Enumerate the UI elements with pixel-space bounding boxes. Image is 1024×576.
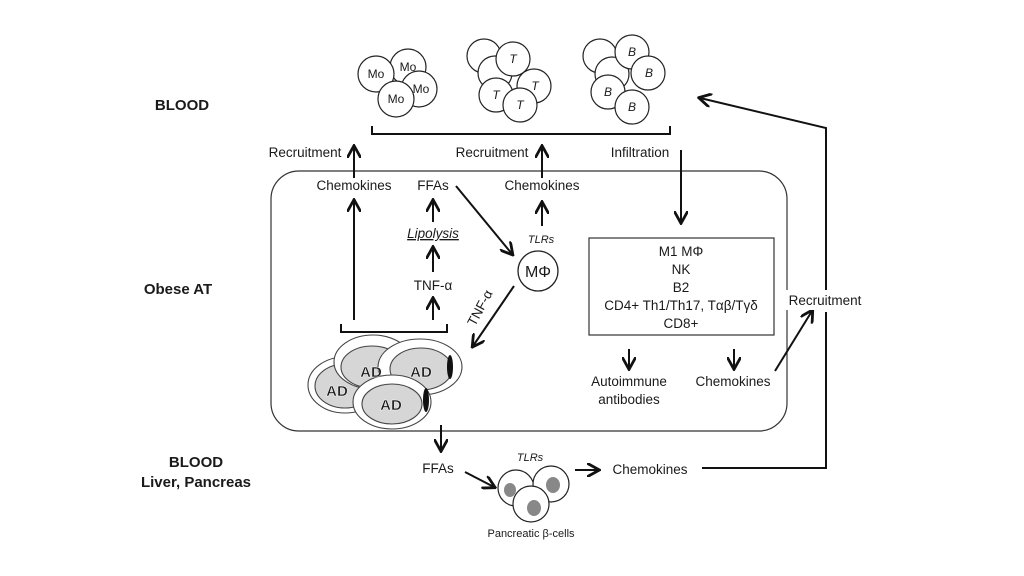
b-cell bbox=[614, 89, 650, 125]
t-cell-label: T bbox=[531, 79, 540, 93]
monocyte-cell bbox=[377, 80, 415, 118]
b-cell bbox=[630, 55, 666, 91]
region-label-liver-pancreas: Liver, Pancreas bbox=[141, 474, 251, 491]
ffas-top-label: FFAs bbox=[417, 178, 449, 193]
arrow-recruitment-to-blood bbox=[700, 98, 827, 290]
b-cell-label: B bbox=[628, 45, 636, 59]
monocyte-label: Mo bbox=[368, 67, 385, 81]
adipocyte-nucleus bbox=[447, 355, 453, 379]
immune-box-line: CD8+ bbox=[664, 316, 699, 331]
adipocyte-bracket bbox=[340, 324, 448, 333]
immune-box-line: NK bbox=[672, 262, 691, 277]
adipocyte-cell bbox=[361, 383, 423, 425]
monocyte-label: Mo bbox=[388, 92, 405, 106]
pancreatic-beta-cell-cluster bbox=[497, 465, 570, 523]
chemokines-mid-label: Chemokines bbox=[504, 178, 579, 193]
monocyte-cluster: Mo Mo Mo Mo bbox=[357, 48, 438, 118]
tlrs-pancreas-label: TLRs bbox=[517, 452, 544, 464]
tnf-alpha-vertical-label: TNF-α bbox=[414, 278, 453, 293]
autoimmune-label: Autoimmune bbox=[591, 374, 667, 389]
monocyte-label: Mo bbox=[400, 60, 417, 74]
tlrs-macrophage-label: TLRs bbox=[528, 234, 555, 246]
adipocyte-nucleus bbox=[423, 388, 429, 412]
line-chemokines-bottom-to-recruitment bbox=[702, 312, 827, 469]
monocyte-cell bbox=[357, 55, 395, 93]
t-cell-cluster: T T T T bbox=[466, 38, 552, 123]
pancreatic-beta-cells-label: Pancreatic β-cells bbox=[487, 528, 575, 540]
region-label-obese-at: Obese AT bbox=[144, 281, 212, 298]
adipocyte-label: AD bbox=[326, 383, 348, 400]
adipocyte-cluster: AD AD AD AD bbox=[307, 334, 463, 430]
recruitment-right-bg bbox=[778, 290, 872, 310]
blood-cells-bracket bbox=[371, 126, 671, 135]
t-cell-label: T bbox=[492, 88, 501, 102]
chemokines-right-label: Chemokines bbox=[695, 374, 770, 389]
adipocyte-label: AD bbox=[380, 397, 402, 414]
arrow-ffas-to-macrophage bbox=[455, 185, 512, 254]
chemokines-left-label: Chemokines bbox=[316, 178, 391, 193]
recruitment-mid-label: Recruitment bbox=[456, 145, 529, 160]
macrophage-label: MΦ bbox=[525, 264, 551, 281]
antibodies-label: antibodies bbox=[598, 392, 660, 407]
b-cell-label: B bbox=[628, 100, 636, 114]
t-cell bbox=[495, 41, 531, 77]
recruitment-right-label: Recruitment bbox=[789, 293, 862, 308]
region-label-blood-bottom: BLOOD bbox=[169, 454, 223, 471]
arrow-chemokines-to-recruitment-right bbox=[774, 311, 812, 372]
arrow-ffas-to-pancreatic-cells bbox=[464, 471, 494, 487]
b-cell-label: B bbox=[645, 66, 653, 80]
tnf-alpha-diagonal-label: TNF-α bbox=[464, 287, 495, 328]
region-label-blood: BLOOD bbox=[155, 97, 209, 114]
monocyte-label: Mo bbox=[413, 82, 430, 96]
chemokines-bottom-label: Chemokines bbox=[612, 462, 687, 477]
recruitment-left-label: Recruitment bbox=[269, 145, 342, 160]
b-cell-label: B bbox=[604, 85, 612, 99]
infiltration-label: Infiltration bbox=[611, 145, 670, 160]
lipolysis-label: Lipolysis bbox=[407, 226, 459, 241]
t-cell-label: T bbox=[516, 98, 525, 112]
macrophage-cell bbox=[517, 250, 559, 292]
immune-box-line: B2 bbox=[673, 280, 690, 295]
immune-box-line: CD4+ Th1/Th17, Tαβ/Tγδ bbox=[604, 298, 758, 313]
immune-box-line: M1 MΦ bbox=[659, 244, 704, 259]
arrow-macrophage-tnf-to-adipocytes bbox=[473, 285, 515, 346]
t-cell bbox=[502, 87, 538, 123]
immune-cell-box bbox=[588, 237, 775, 336]
adipocyte-label: AD bbox=[360, 364, 382, 381]
adipocyte-label: AD bbox=[410, 364, 432, 381]
b-cell-cluster: B B B B bbox=[582, 34, 666, 125]
t-cell-label: T bbox=[509, 52, 518, 66]
ffas-bottom-label: FFAs bbox=[422, 461, 454, 476]
